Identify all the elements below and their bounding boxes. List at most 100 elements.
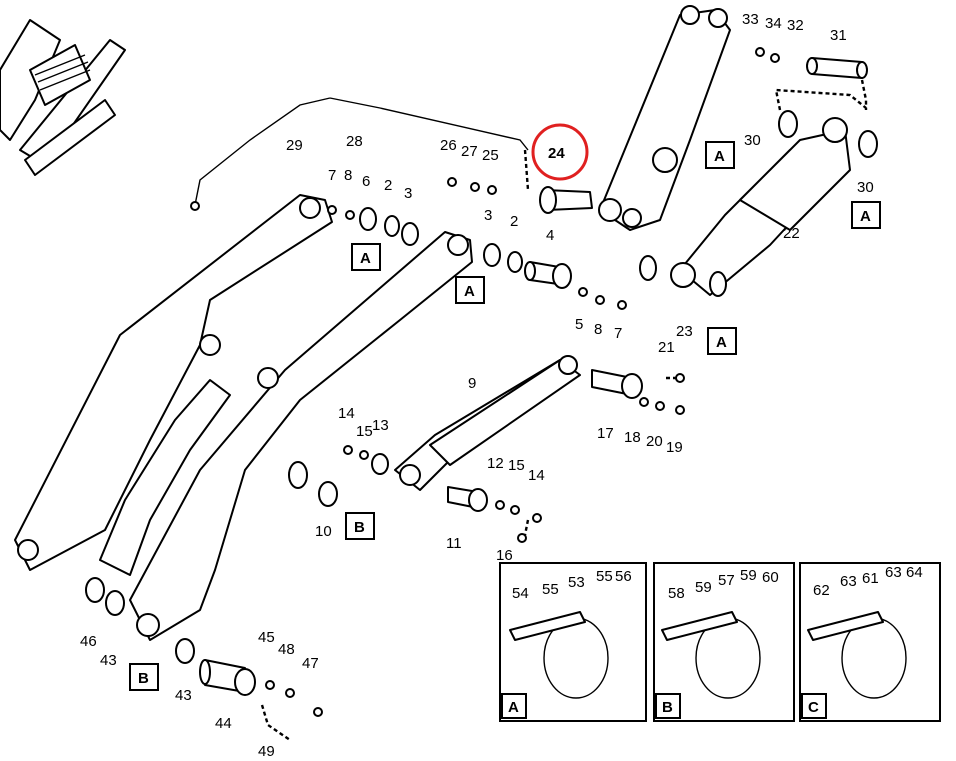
callout: 56 xyxy=(615,568,632,585)
callout: 32 xyxy=(787,17,804,34)
bellcrank xyxy=(598,5,731,231)
leader-24 xyxy=(523,149,530,191)
hose-28 xyxy=(329,97,529,151)
callout: 53 xyxy=(568,574,585,591)
callout: 59 xyxy=(740,567,757,584)
callout: 29 xyxy=(286,137,303,154)
pin-24 xyxy=(539,186,593,214)
svg-text:A: A xyxy=(860,208,871,225)
callout: 15 xyxy=(508,457,525,474)
callout: 48 xyxy=(278,641,295,658)
lift-arm-rear xyxy=(14,194,333,571)
svg-text:A: A xyxy=(716,334,727,351)
cylinder-9 xyxy=(394,355,581,491)
callout: 3 xyxy=(484,207,492,224)
callout: 16 xyxy=(496,547,513,564)
callout: 3 xyxy=(404,185,412,202)
callout: 2 xyxy=(384,177,392,194)
inset-b: 58 59 57 59 60 B xyxy=(653,562,795,722)
callout: 46 xyxy=(80,633,97,650)
svg-text:B: B xyxy=(138,670,149,687)
callout: 11 xyxy=(446,535,462,552)
pin-11 xyxy=(447,486,488,512)
svg-text:A: A xyxy=(508,699,519,716)
callout-highlighted: 24 xyxy=(548,145,565,162)
callout: 60 xyxy=(762,569,779,586)
pin-44 xyxy=(199,659,256,696)
hose-29 xyxy=(194,97,331,206)
view-label-a: A xyxy=(851,201,881,229)
svg-text:C: C xyxy=(808,699,819,716)
callout: 55 xyxy=(542,581,559,598)
callout: 44 xyxy=(215,715,232,732)
svg-text:A: A xyxy=(360,250,371,267)
svg-text:A: A xyxy=(714,148,725,165)
callout: 26 xyxy=(440,137,457,154)
callout: 14 xyxy=(338,405,355,422)
svg-text:B: B xyxy=(662,699,673,716)
callout-labels: 33 34 32 31 29 28 26 27 25 24 30 30 7 8 … xyxy=(80,11,874,760)
pin-17 xyxy=(591,369,643,399)
callout: 63 xyxy=(885,564,902,581)
bolts xyxy=(265,47,780,717)
callout: 61 xyxy=(862,570,879,587)
callout: 54 xyxy=(512,585,529,602)
callout: 5 xyxy=(575,316,583,333)
callout: 25 xyxy=(482,147,499,164)
callout: 7 xyxy=(614,325,622,342)
callout: 43 xyxy=(175,687,192,704)
callout: 10 xyxy=(315,523,332,540)
callout: 17 xyxy=(597,425,614,442)
inset-c: 62 63 61 63 64 C xyxy=(799,562,941,722)
callout: 27 xyxy=(461,143,478,160)
cross-tube xyxy=(99,379,231,576)
view-label-a: A xyxy=(351,243,381,271)
callout: 14 xyxy=(528,467,545,484)
callout: 18 xyxy=(624,429,641,446)
callout: 34 xyxy=(765,15,782,32)
pin-4 xyxy=(524,261,572,289)
callout: 8 xyxy=(594,321,602,338)
callout: 12 xyxy=(487,455,504,472)
leader-16 xyxy=(523,519,530,536)
callout: 21 xyxy=(658,339,675,356)
callout: 2 xyxy=(510,213,518,230)
callout: 58 xyxy=(668,585,685,602)
view-label-a: A xyxy=(705,141,735,169)
callout: 22 xyxy=(783,225,800,242)
view-label-b: B xyxy=(345,512,375,540)
guide-dash-2 xyxy=(774,88,867,111)
view-label-a: A xyxy=(707,327,737,355)
callout: 43 xyxy=(100,652,117,669)
callout: 63 xyxy=(840,573,857,590)
cylinder-22 xyxy=(670,117,851,296)
callout: 33 xyxy=(742,11,759,28)
callout: 15 xyxy=(356,423,373,440)
leader-49 xyxy=(260,704,291,741)
callout: 13 xyxy=(372,417,389,434)
callout: 30 xyxy=(744,132,761,149)
callout: 8 xyxy=(344,167,352,184)
callout: 45 xyxy=(258,629,275,646)
callout: 59 xyxy=(695,579,712,596)
view-label-a: A xyxy=(455,276,485,304)
callout: 47 xyxy=(302,655,319,672)
callout: 31 xyxy=(830,27,847,44)
callout: 6 xyxy=(362,173,370,190)
callout: 20 xyxy=(646,433,663,450)
lift-arm-front xyxy=(129,231,473,641)
callout: 49 xyxy=(258,743,275,756)
view-label-b: B xyxy=(129,663,159,691)
highlight-circle xyxy=(531,123,589,181)
callout: 7 xyxy=(328,167,336,184)
callout: 19 xyxy=(666,439,683,456)
callout: 9 xyxy=(468,375,476,392)
callout: 64 xyxy=(906,564,923,581)
inset-a: 54 55 53 55 56 A xyxy=(499,562,647,722)
pin-31 xyxy=(806,57,868,79)
frame-fragment xyxy=(0,19,126,176)
callout: 55 xyxy=(596,568,613,585)
callout: 23 xyxy=(676,323,693,340)
